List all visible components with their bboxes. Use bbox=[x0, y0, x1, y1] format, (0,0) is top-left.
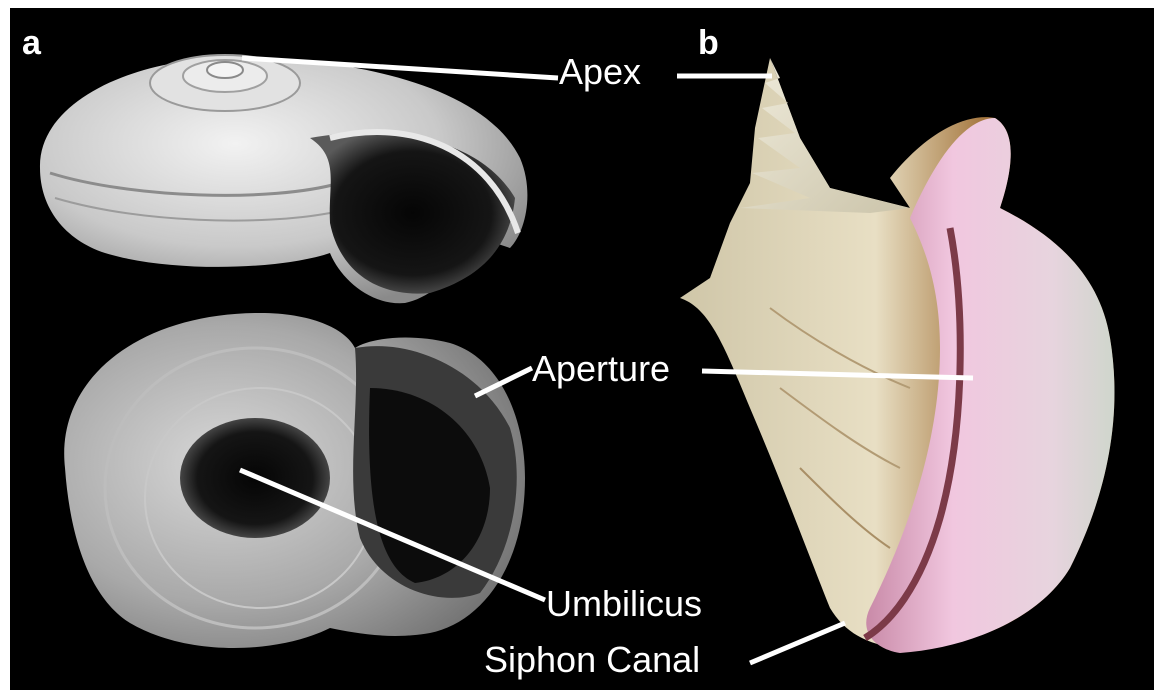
siphon-canal-label: Siphon Canal bbox=[484, 642, 700, 678]
umbilicus-label: Umbilicus bbox=[546, 586, 702, 622]
siphon-canal-leader-line bbox=[750, 623, 845, 663]
sem-shell-bottom bbox=[64, 313, 525, 648]
apex-label: Apex bbox=[559, 54, 641, 90]
aperture-label: Aperture bbox=[532, 351, 670, 387]
panel-b-label: b bbox=[698, 26, 719, 60]
conch-shell bbox=[680, 58, 1114, 653]
panel-a-label: a bbox=[22, 26, 41, 60]
shell-figure: a b Apex Aperture Umbilicus Siphon Canal bbox=[10, 8, 1154, 690]
sem-shell-top bbox=[40, 55, 527, 303]
